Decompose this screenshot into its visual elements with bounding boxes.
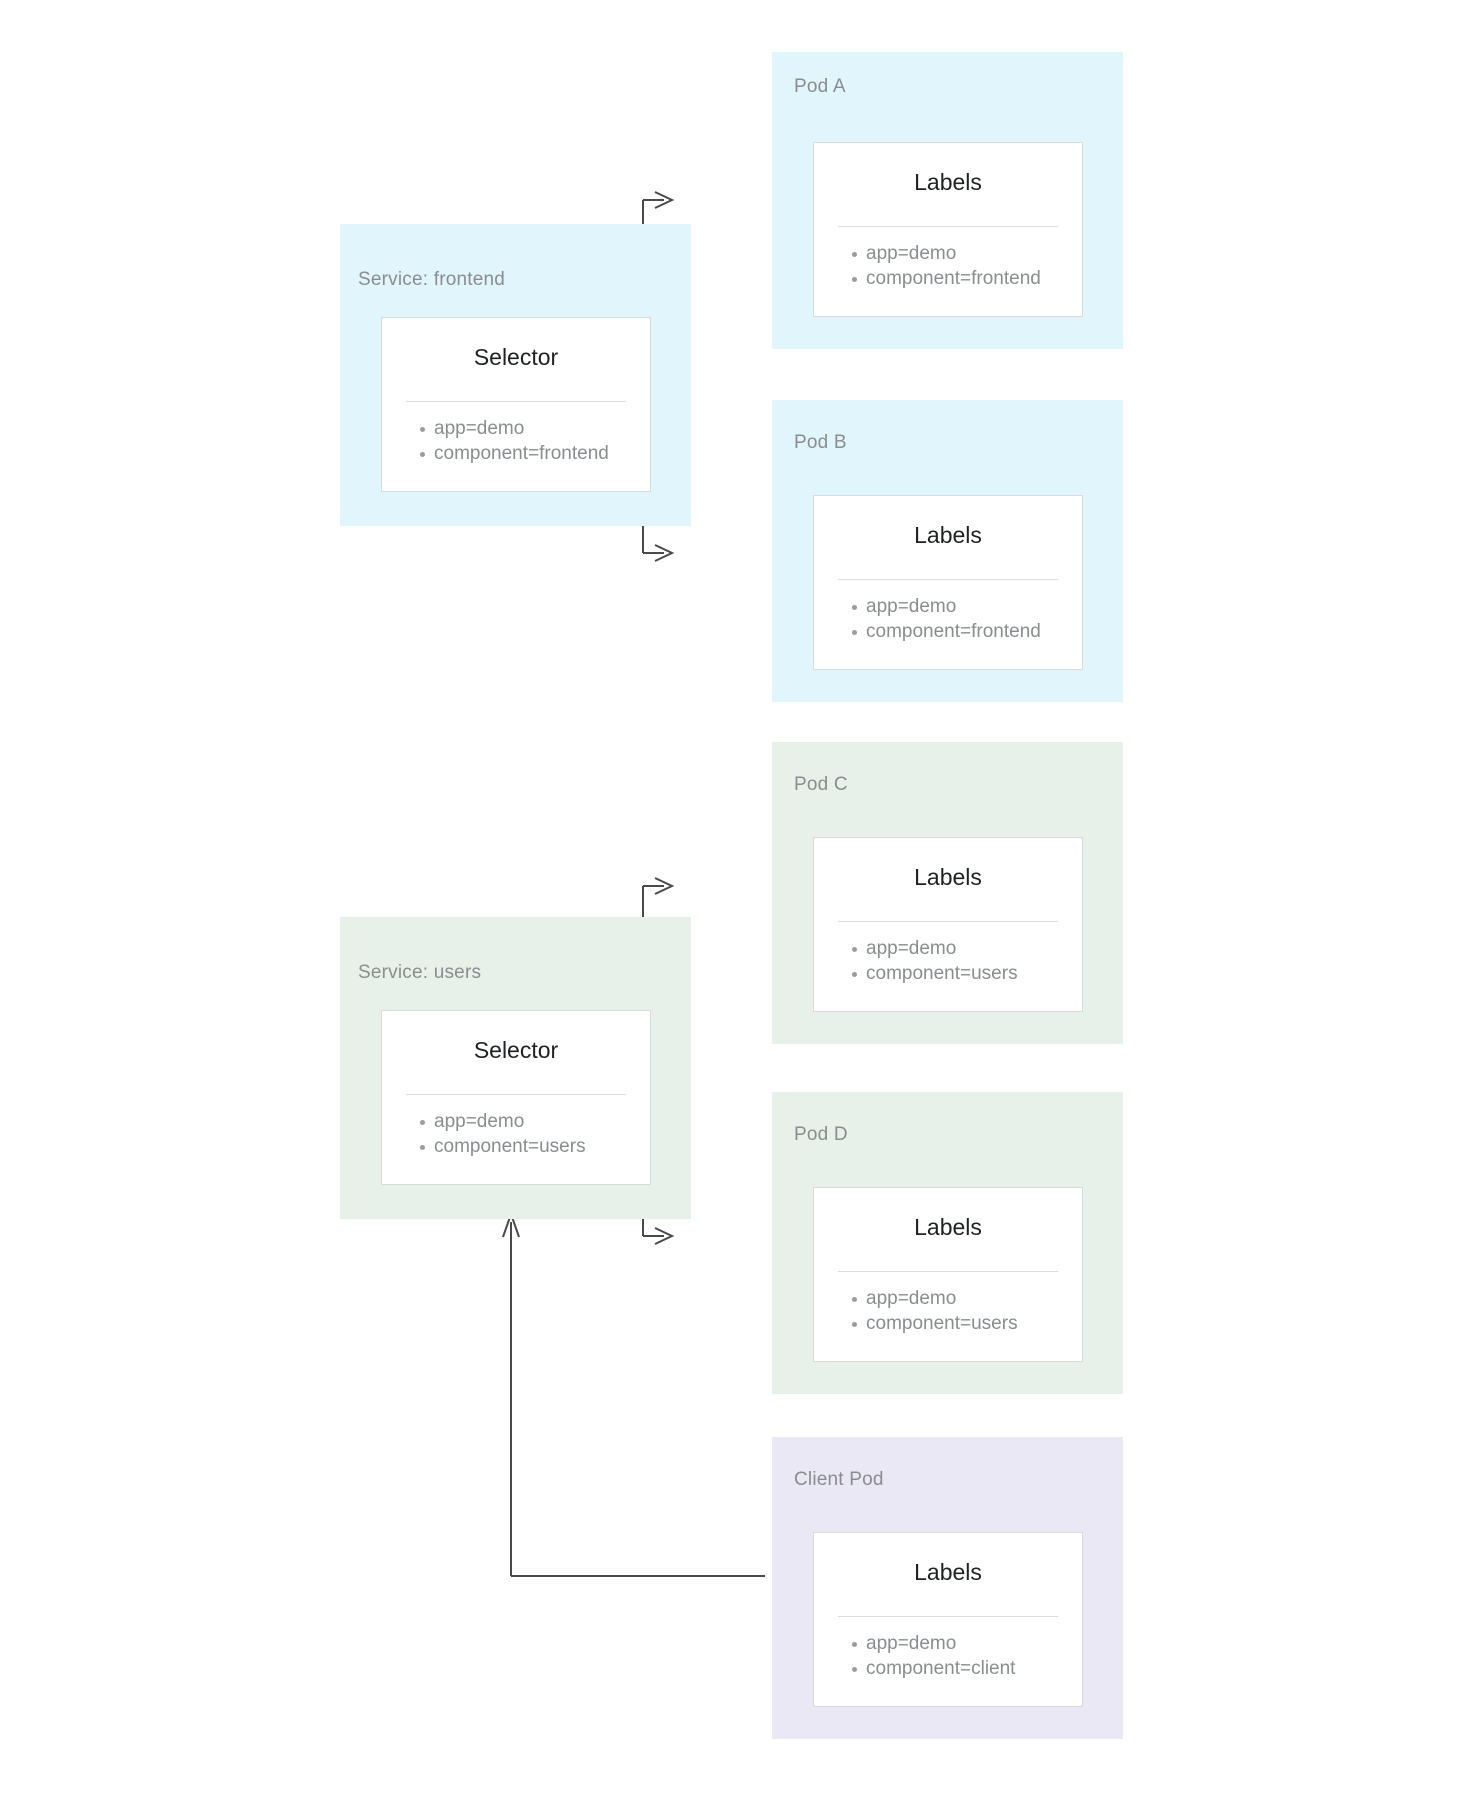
card-divider — [406, 1094, 626, 1095]
card-divider — [838, 226, 1058, 227]
pod-a-heading: Pod A — [794, 76, 846, 97]
pod-c-label-list: app=demo component=users — [814, 922, 1082, 986]
pod-d-labels-card: Labels app=demo component=users — [813, 1187, 1083, 1362]
list-item: component=users — [412, 1134, 650, 1159]
client-pod-box: Client Pod Labels app=demo component=cli… — [772, 1437, 1123, 1739]
client-pod-label-list: app=demo component=client — [814, 1617, 1082, 1681]
service-users-box: Service: users Selector app=demo compone… — [340, 917, 691, 1219]
pod-d-label-list: app=demo component=users — [814, 1272, 1082, 1336]
labels-card-title: Labels — [914, 1559, 982, 1585]
pod-a-box: Pod A Labels app=demo component=frontend — [772, 52, 1123, 349]
card-divider — [838, 921, 1058, 922]
service-frontend-selector-card: Selector app=demo component=frontend — [381, 317, 651, 492]
list-item: app=demo — [412, 416, 650, 441]
card-divider — [838, 1271, 1058, 1272]
list-item: app=demo — [844, 936, 1082, 961]
service-users-selector-card: Selector app=demo component=users — [381, 1010, 651, 1185]
selector-card-title: Selector — [473, 1037, 559, 1063]
labels-card-title: Labels — [914, 864, 982, 890]
pod-b-heading: Pod B — [794, 432, 847, 453]
pod-d-heading: Pod D — [794, 1124, 848, 1145]
client-pod-labels-card: Labels app=demo component=client — [813, 1532, 1083, 1707]
pod-c-labels-card: Labels app=demo component=users — [813, 837, 1083, 1012]
pod-b-label-list: app=demo component=frontend — [814, 580, 1082, 644]
list-item: app=demo — [844, 594, 1082, 619]
card-divider — [406, 401, 626, 402]
pod-b-box: Pod B Labels app=demo component=frontend — [772, 400, 1123, 702]
selector-card-title: Selector — [473, 344, 559, 370]
selector-label-list: app=demo component=frontend — [382, 402, 650, 466]
list-item: component=frontend — [412, 441, 650, 466]
labels-card-title: Labels — [914, 522, 982, 548]
pod-b-labels-card: Labels app=demo component=frontend — [813, 495, 1083, 670]
service-frontend-heading: Service: frontend — [358, 269, 506, 290]
card-divider — [838, 1616, 1058, 1617]
labels-card-title: Labels — [914, 169, 982, 195]
list-item: component=frontend — [844, 266, 1082, 291]
card-divider — [838, 579, 1058, 580]
pod-a-label-list: app=demo component=frontend — [814, 227, 1082, 291]
list-item: component=client — [844, 1656, 1082, 1681]
labels-card-title: Labels — [914, 1214, 982, 1240]
list-item: component=users — [844, 961, 1082, 986]
list-item: app=demo — [412, 1109, 650, 1134]
list-item: app=demo — [844, 1631, 1082, 1656]
pod-c-heading: Pod C — [794, 774, 848, 795]
pod-c-box: Pod C Labels app=demo component=users — [772, 742, 1123, 1044]
selector-label-list: app=demo component=users — [382, 1095, 650, 1159]
service-frontend-box: Service: frontend Selector app=demo comp… — [340, 224, 691, 526]
connector-client-to-users — [502, 1210, 765, 1577]
client-pod-heading: Client Pod — [794, 1469, 884, 1490]
list-item: component=frontend — [844, 619, 1082, 644]
list-item: app=demo — [844, 241, 1082, 266]
pod-a-labels-card: Labels app=demo component=frontend — [813, 142, 1083, 317]
list-item: component=users — [844, 1311, 1082, 1336]
pod-d-box: Pod D Labels app=demo component=users — [772, 1092, 1123, 1394]
service-users-heading: Service: users — [358, 962, 482, 983]
list-item: app=demo — [844, 1286, 1082, 1311]
